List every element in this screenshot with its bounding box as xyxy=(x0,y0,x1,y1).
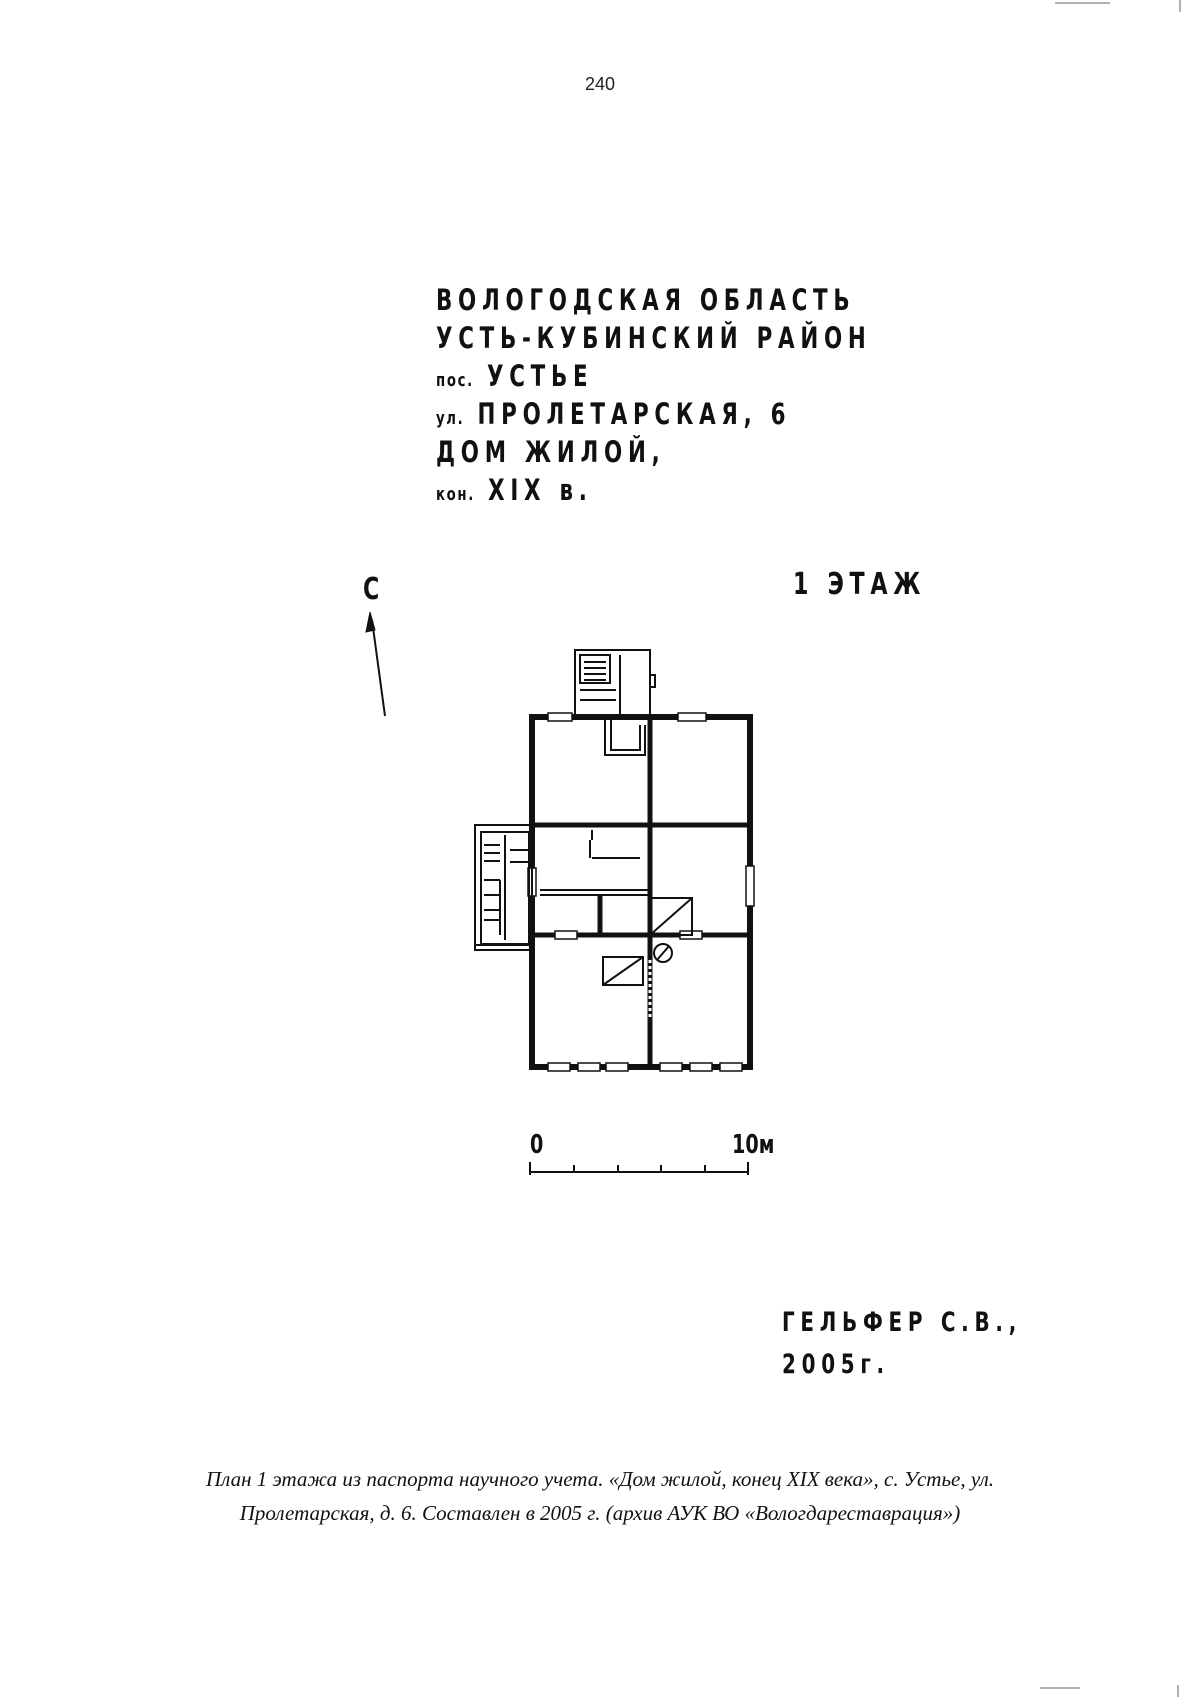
title-line-1: ВОЛОГОДСКАЯ ОБЛАСТЬ xyxy=(436,283,856,317)
top-porch xyxy=(574,649,656,756)
title-block: ВОЛОГОДСКАЯ ОБЛАСТЬ УСТЬ-КУБИНСКИЙ РАЙОН… xyxy=(436,281,967,509)
building-outline xyxy=(529,714,753,1070)
caption-line-2: Пролетарская, д. 6. Составлен в 2005 г. … xyxy=(239,1501,961,1525)
author-block: ГЕЛЬФЕР С.В., 2005г. xyxy=(782,1302,1022,1386)
partition-walls xyxy=(540,830,652,1020)
scale-bar xyxy=(529,1162,749,1175)
title-line-3: пос. УСТЬЕ xyxy=(436,359,594,393)
north-label: С xyxy=(363,572,380,607)
stoves xyxy=(602,897,693,986)
scale-start-label: 0 xyxy=(530,1130,544,1160)
scale-end-label: 10м xyxy=(732,1130,775,1160)
author-name: ГЕЛЬФЕР С.В., xyxy=(782,1307,1023,1338)
windows xyxy=(527,712,755,1072)
title-line-4: ул. ПРОЛЕТАРСКАЯ, 6 xyxy=(436,397,792,431)
page-number: 240 xyxy=(584,74,616,94)
interior-walls xyxy=(532,717,750,1067)
title-line-5: ДОМ ЖИЛОЙ, xyxy=(436,435,666,469)
side-porch xyxy=(474,824,533,951)
title-line-2: УСТЬ-КУБИНСКИЙ РАЙОН xyxy=(436,321,872,355)
author-year: 2005г. xyxy=(782,1349,890,1380)
scan-edge-marks xyxy=(1040,0,1181,1697)
title-line-6: кон. XIX в. xyxy=(436,473,593,507)
figure-caption: План 1 этажа из паспорта научного учета.… xyxy=(100,1462,1100,1530)
floor-label: 1 ЭТАЖ xyxy=(793,567,927,602)
north-arrow-icon xyxy=(365,611,386,717)
caption-line-1: План 1 этажа из паспорта научного учета.… xyxy=(205,1467,994,1491)
